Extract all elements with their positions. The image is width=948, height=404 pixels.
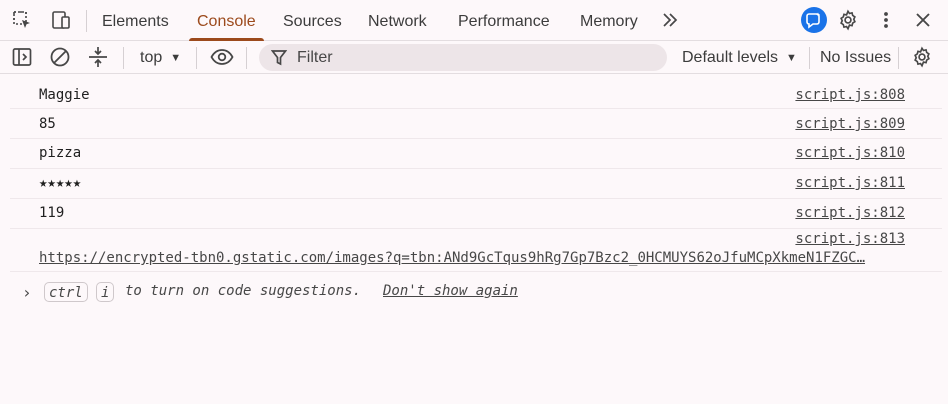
prompt-chevron-icon: › <box>22 283 32 302</box>
console-settings-gear-icon[interactable] <box>910 45 934 69</box>
code-suggestions-hint: to turn on code suggestions. <box>125 283 362 299</box>
context-label: top <box>140 49 163 66</box>
source-link[interactable]: script.js:809 <box>795 116 905 132</box>
console-message-url: script.js:813 https://encrypted-tbn0.gst… <box>10 229 942 272</box>
filter-funnel-icon <box>270 49 288 71</box>
context-selector[interactable]: top ▼ <box>140 45 181 69</box>
live-expression-eye-icon[interactable] <box>210 45 234 69</box>
tab-sources[interactable]: Sources <box>269 0 356 41</box>
console-message: ★★★★★ script.js:811 <box>10 169 942 199</box>
message-text: pizza <box>39 145 82 161</box>
toolbar-separator <box>898 47 899 69</box>
more-vertical-icon[interactable] <box>874 8 898 32</box>
double-chevron-right-icon[interactable] <box>658 8 682 32</box>
kbd-ctrl: ctrl <box>44 282 88 302</box>
source-link[interactable]: script.js:811 <box>795 175 905 191</box>
console-message: 85 script.js:809 <box>10 109 942 139</box>
kbd-i: i <box>96 282 115 302</box>
toolbar-separator <box>196 47 197 69</box>
tab-label: Memory <box>580 13 638 30</box>
message-text: Maggie <box>39 87 90 103</box>
collapse-icon[interactable] <box>86 45 110 69</box>
dont-show-again-link[interactable]: Don't show again <box>383 283 518 299</box>
tab-label: Performance <box>458 13 550 30</box>
console-output: Maggie script.js:808 85 script.js:809 pi… <box>0 74 948 404</box>
tab-performance[interactable]: Performance <box>444 0 564 41</box>
inspect-element-icon[interactable] <box>10 8 34 32</box>
source-link[interactable]: script.js:812 <box>795 205 905 221</box>
caret-down-icon: ▼ <box>786 52 797 64</box>
toolbar-separator <box>809 47 810 69</box>
sidebar-toggle-icon[interactable] <box>10 45 34 69</box>
filter-input[interactable] <box>295 46 659 70</box>
tab-label: Sources <box>283 13 342 30</box>
console-message: pizza script.js:810 <box>10 139 942 169</box>
device-toolbar-icon[interactable] <box>49 8 73 32</box>
toolbar-separator <box>246 47 247 69</box>
log-levels-dropdown[interactable]: Default levels ▼ <box>682 45 797 71</box>
source-link[interactable]: script.js:813 <box>795 231 905 247</box>
message-text: 119 <box>39 205 65 221</box>
tabbar-separator <box>86 10 87 32</box>
settings-gear-icon[interactable] <box>836 8 860 32</box>
log-levels-label: Default levels <box>682 49 779 66</box>
source-link[interactable]: script.js:810 <box>795 145 905 161</box>
tab-label: Network <box>368 13 427 30</box>
console-message: 119 script.js:812 <box>10 199 942 229</box>
ai-assistance-icon[interactable] <box>801 7 827 33</box>
tab-label: Elements <box>102 13 169 30</box>
filter-box <box>259 44 667 71</box>
tab-network[interactable]: Network <box>354 0 441 41</box>
message-text: ★★★★★ <box>39 175 82 191</box>
console-toolbar: top ▼ Default levels ▼ No Issues <box>0 41 948 74</box>
source-link[interactable]: script.js:808 <box>795 87 905 103</box>
issues-label: No Issues <box>820 49 892 66</box>
devtools-tabbar: Elements Console Sources Network Perform… <box>0 0 948 41</box>
clear-console-icon[interactable] <box>48 45 72 69</box>
close-icon[interactable] <box>911 8 935 32</box>
console-prompt[interactable]: › ctrl i to turn on code suggestions. Do… <box>10 282 942 306</box>
image-url-link[interactable]: https://encrypted-tbn0.gstatic.com/image… <box>39 250 866 266</box>
active-tab-indicator <box>189 38 264 41</box>
toolbar-separator <box>123 47 124 69</box>
caret-down-icon: ▼ <box>170 52 182 64</box>
message-text: 85 <box>39 116 56 132</box>
tab-elements[interactable]: Elements <box>88 0 183 41</box>
tab-memory[interactable]: Memory <box>566 0 652 41</box>
console-message: Maggie script.js:808 <box>10 80 942 109</box>
tab-label: Console <box>197 13 256 30</box>
tab-console[interactable]: Console <box>183 0 270 41</box>
issues-counter[interactable]: No Issues <box>820 45 891 70</box>
